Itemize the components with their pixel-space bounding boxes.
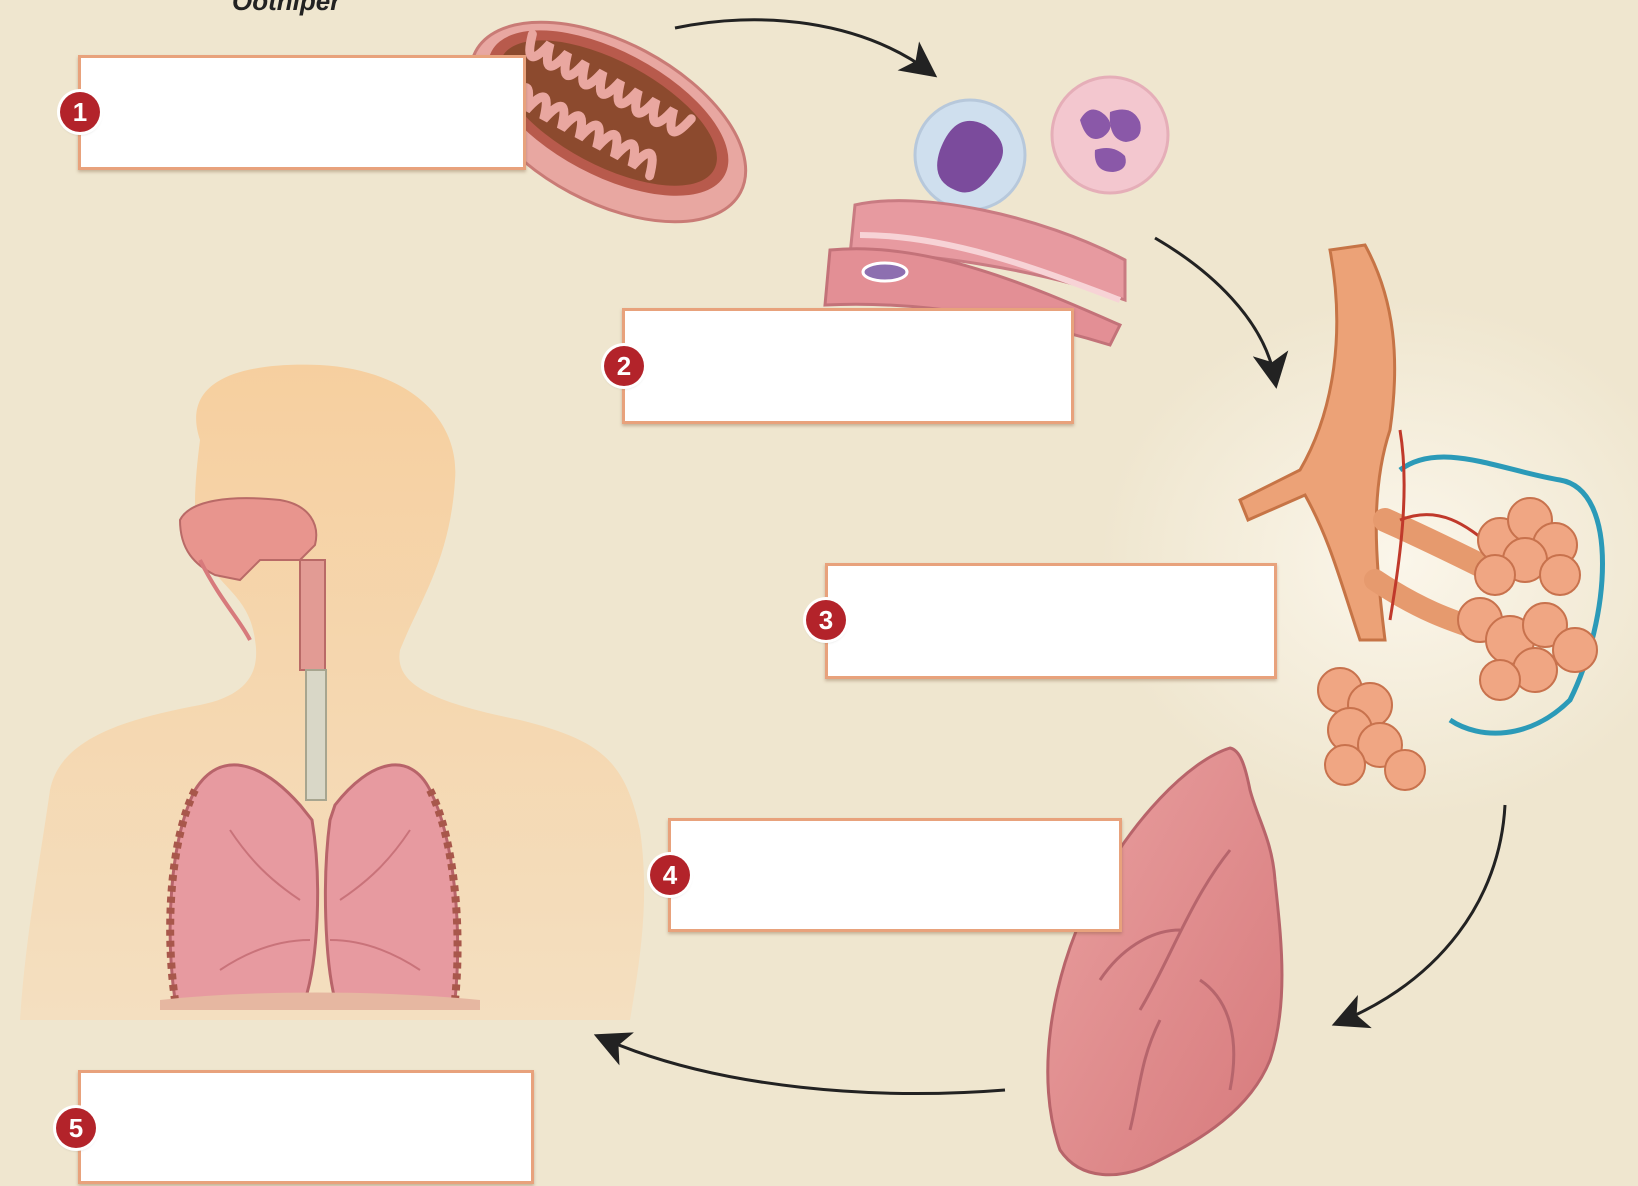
arrow-1-to-2	[675, 20, 930, 72]
badge-5: 5	[56, 1108, 96, 1148]
badge-1: 1	[60, 92, 100, 132]
label-box-5-text	[81, 1073, 531, 1101]
badge-4: 4	[650, 855, 690, 895]
badge-3: 3	[806, 600, 846, 640]
label-box-2-text	[625, 311, 1071, 339]
white-blood-cell-icon	[915, 100, 1025, 210]
label-box-1-text	[81, 58, 523, 86]
label-box-3-text	[828, 566, 1274, 594]
label-box-3[interactable]	[825, 563, 1277, 679]
neutrophil-icon	[1052, 77, 1168, 193]
label-box-4-text	[671, 821, 1119, 849]
label-box-4[interactable]	[668, 818, 1122, 932]
lung-icon	[1048, 748, 1282, 1175]
cropped-top-text: Ööthiper	[232, 0, 340, 17]
arrow-3-to-4	[1340, 805, 1505, 1022]
label-box-1[interactable]	[78, 55, 526, 170]
label-box-2[interactable]	[622, 308, 1074, 424]
badge-2: 2	[604, 346, 644, 386]
arrow-4-to-5	[602, 1038, 1005, 1093]
human-respiratory-system-icon	[20, 365, 644, 1020]
label-box-5[interactable]	[78, 1070, 534, 1184]
